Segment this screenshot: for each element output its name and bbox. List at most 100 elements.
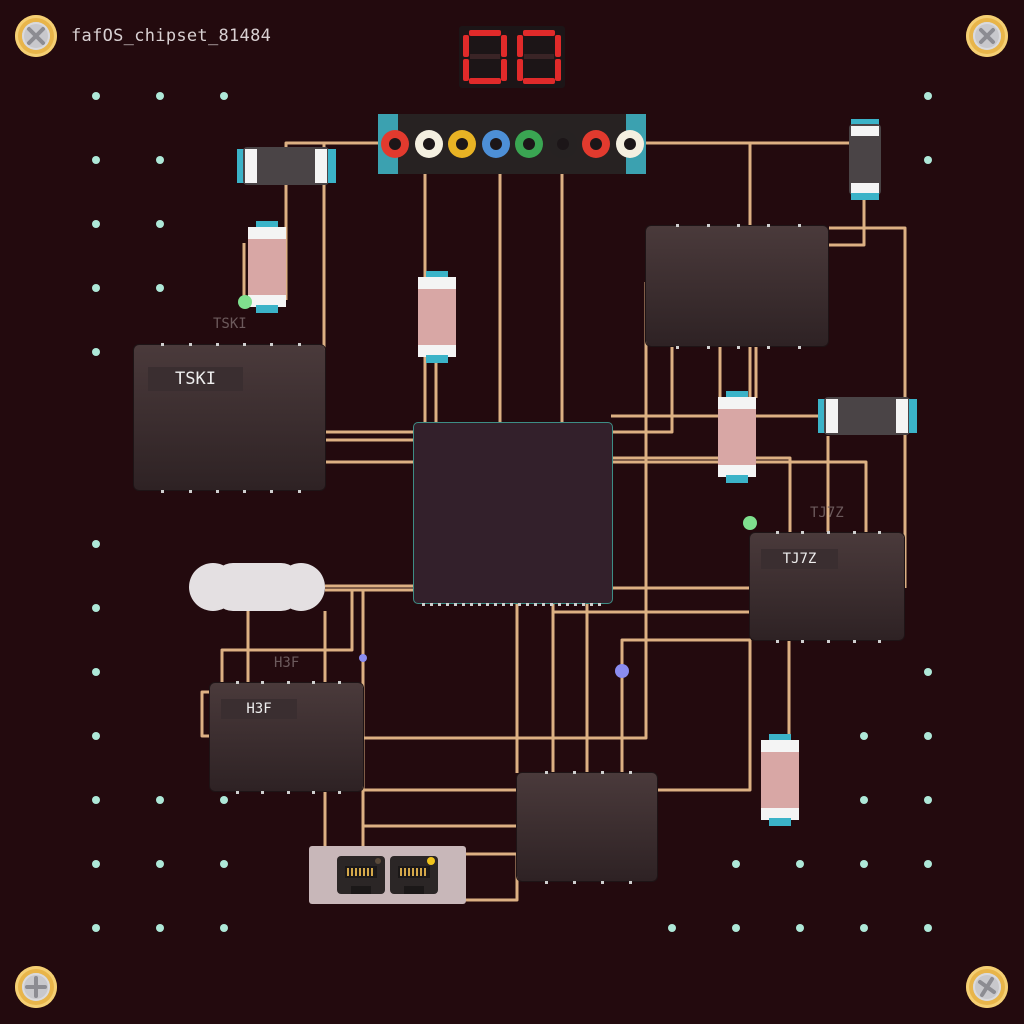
chip-tj7z[interactable]: TJ7Z: [750, 533, 904, 640]
chip-pin: [676, 224, 680, 227]
segment-digits: [463, 30, 561, 84]
via: [156, 220, 164, 228]
header-jack[interactable]: [414, 130, 443, 158]
resistor[interactable]: [759, 734, 801, 826]
resistor[interactable]: [246, 221, 288, 313]
resistor[interactable]: [716, 391, 758, 483]
via: [92, 348, 100, 356]
header-jack[interactable]: [615, 130, 644, 158]
chip-pin: [243, 343, 247, 346]
status-led-blue: [359, 654, 367, 662]
chip-pin: [573, 771, 576, 774]
chip-ghost-label-tski: TSKI: [213, 316, 247, 332]
via: [860, 732, 868, 740]
chip-upper-right[interactable]: [646, 226, 828, 346]
chip-pin: [297, 490, 301, 493]
chip-pin: [312, 791, 315, 794]
chip-pin: [629, 771, 632, 774]
chip-pin: [797, 346, 801, 349]
chip-pin: [601, 881, 604, 884]
screw-icon: [15, 15, 57, 57]
via: [92, 668, 100, 676]
via: [924, 924, 932, 932]
chip-pin: [852, 531, 856, 534]
chip-pin: [797, 224, 801, 227]
chip-ghost-label-h3f: H3F: [274, 655, 300, 671]
ethernet-port-icon[interactable]: [337, 856, 385, 894]
chip-pin: [161, 343, 165, 346]
chip-pin: [337, 681, 341, 684]
chip-pin: [261, 681, 264, 684]
status-led-green: [743, 516, 757, 530]
via: [220, 92, 228, 100]
via: [924, 732, 932, 740]
via: [156, 156, 164, 164]
chip-pin: [286, 681, 290, 684]
via: [924, 796, 932, 804]
chip-pin: [188, 490, 192, 493]
via: [924, 668, 932, 676]
via: [860, 924, 868, 932]
chip-tski[interactable]: TSKI: [134, 345, 325, 490]
cloud-icon: [189, 563, 325, 611]
capacitor[interactable]: [849, 119, 881, 200]
chip-pin: [676, 346, 680, 349]
chip-pin: [775, 531, 779, 534]
via: [92, 92, 100, 100]
chip-pin: [235, 791, 239, 794]
via: [796, 924, 804, 932]
ethernet-port-icon[interactable]: [390, 856, 438, 894]
via: [924, 156, 932, 164]
chip-pin: [601, 771, 604, 774]
chip-pin: [801, 640, 805, 643]
chip-pin: [737, 346, 740, 349]
chip-pin: [767, 224, 771, 227]
chip-label-tj7z: TJ7Z: [761, 549, 838, 569]
chip-lower-center[interactable]: [517, 773, 657, 881]
chip-h3f[interactable]: H3F: [210, 683, 363, 791]
capacitor[interactable]: [818, 397, 917, 435]
via: [156, 924, 164, 932]
chip-pin: [801, 531, 805, 534]
header-jack[interactable]: [548, 130, 577, 158]
screw-icon: [15, 966, 57, 1008]
chip-pin: [270, 343, 274, 346]
seven-segment-display: 00: [459, 26, 565, 88]
header-jack[interactable]: [381, 130, 409, 158]
cpu-pins: [422, 603, 601, 606]
jack-header: [378, 114, 646, 174]
via: [92, 220, 100, 228]
via: [92, 732, 100, 740]
via: [92, 284, 100, 292]
via: [668, 924, 676, 932]
chip-label-h3f: H3F: [221, 699, 297, 719]
chip-pin: [852, 640, 856, 643]
header-jack[interactable]: [515, 130, 543, 158]
capacitor[interactable]: [237, 147, 336, 185]
via: [860, 860, 868, 868]
chip-pin: [706, 346, 710, 349]
via: [220, 924, 228, 932]
via: [156, 92, 164, 100]
chip-pin: [827, 640, 830, 643]
header-jack[interactable]: [481, 130, 510, 158]
chip-pin: [215, 490, 219, 493]
chip-pin: [215, 343, 219, 346]
resistor[interactable]: [416, 271, 458, 363]
chip-pin: [767, 346, 771, 349]
chip-ghost-label-tj7z: TJ7Z: [810, 505, 844, 521]
via: [92, 156, 100, 164]
header-jack[interactable]: [448, 130, 476, 158]
chip-pin: [297, 343, 301, 346]
header-jack[interactable]: [582, 130, 610, 158]
via: [732, 860, 740, 868]
status-led-green: [238, 295, 252, 309]
chip-pin: [337, 791, 341, 794]
via: [796, 860, 804, 868]
chip-pin: [827, 531, 830, 534]
via: [220, 796, 228, 804]
cpu-die[interactable]: [413, 422, 613, 604]
chip-label-tski: TSKI: [148, 367, 243, 391]
via: [924, 860, 932, 868]
